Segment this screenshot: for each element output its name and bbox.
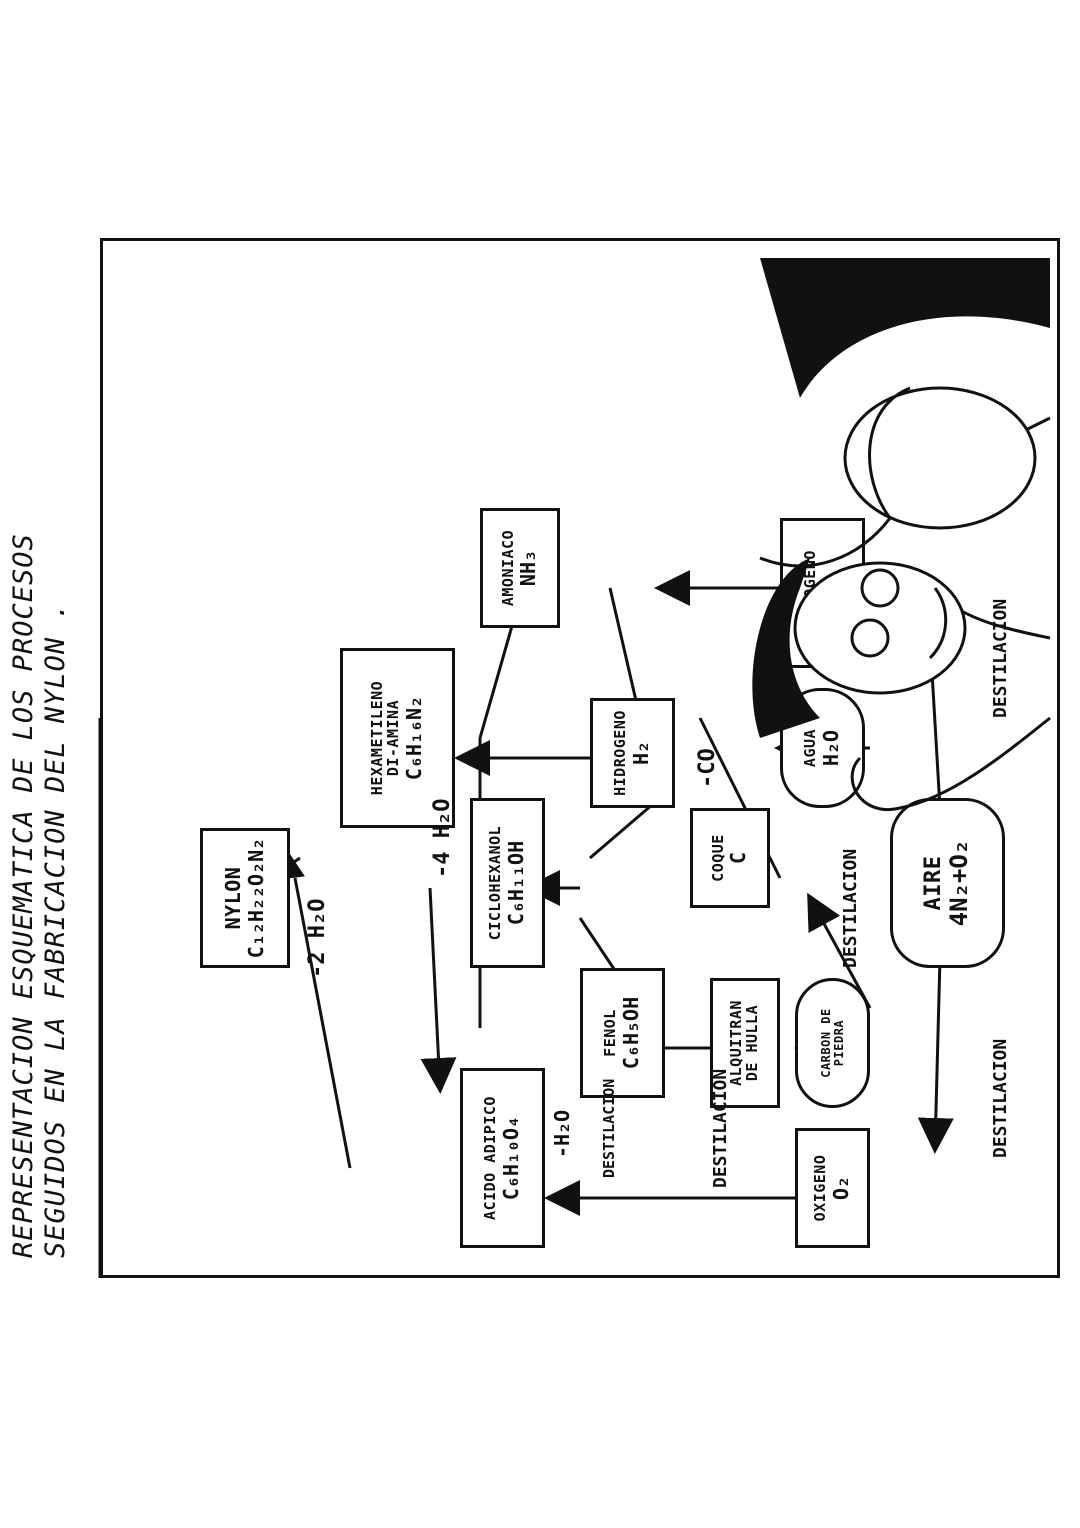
node-hidrogeno: HIDROGENO H₂ <box>590 698 675 808</box>
caption-line-1: REPRESENTACION ESQUEMATICA DE LOS PROCES… <box>8 533 39 1258</box>
acido-to-nylon-line <box>293 877 352 1169</box>
node-acido-adipico: ACIDO ADIPICO C₆H₁₀O₄ <box>460 1068 545 1248</box>
node-amoniaco: AMONIACO NH₃ <box>480 508 560 628</box>
woman-head <box>793 561 967 695</box>
node-ciclohexanol: CICLOHEXANOL C₆H₁₁OH <box>470 798 545 968</box>
hidrogeno-to-ciclohexanol-line <box>589 796 661 860</box>
node-nylon: NYLON C₁₂H₂₂O₂N₂ <box>200 828 290 968</box>
caption: REPRESENTACION ESQUEMATICA DE LOS PROCES… <box>8 218 72 1258</box>
man-hair <box>760 258 1050 398</box>
ciclohexanol-to-acido-arrow <box>420 887 457 1094</box>
label-minus-4h2o: -4 H₂O <box>430 798 455 878</box>
node-fenol: FENOL C₆H₅OH <box>580 968 665 1098</box>
diagram-panel: REPRESENTACION ESQUEMATICA DE LOS PROCES… <box>8 238 1060 1278</box>
woman-hair <box>752 558 820 738</box>
label-minus-co: -CO <box>695 748 720 788</box>
hand <box>850 716 1051 812</box>
aire-to-oxigeno-arrow <box>917 957 954 1154</box>
label-minus-2h2o: -2 H₂O <box>305 898 330 978</box>
label-destilacion-fenol: DESTILACION <box>600 1078 618 1178</box>
illustration-people <box>752 258 1051 812</box>
hidrogeno-to-amoniaco-line <box>608 587 642 719</box>
caption-line-2: SEGUIDOS EN LA FABRICACION DEL NYLON . <box>40 602 71 1258</box>
label-minus-h2o: -H₂O <box>550 1109 574 1158</box>
